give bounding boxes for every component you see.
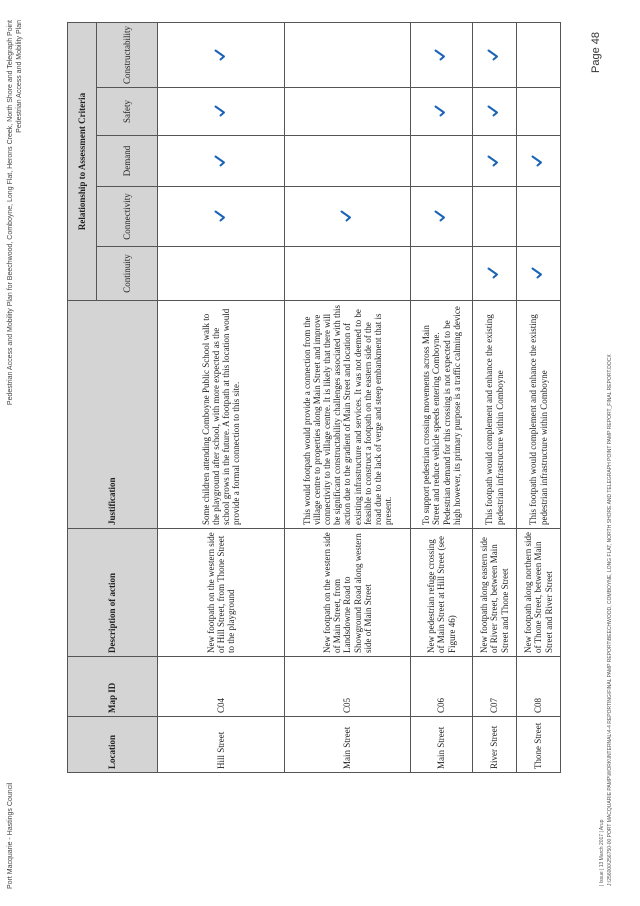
col-header-location: Location [67,716,158,773]
cell-map-id: C08 [516,656,561,717]
cell-location: Thone Street [516,716,561,773]
footer-path: J:\256000\256750-00 PORT MACQUARIE PAMP\… [607,354,613,886]
checkmark-icon [214,211,225,222]
checkmark-icon [214,106,225,117]
cell-map-id: C06 [410,656,473,717]
checkmark-icon [487,49,499,61]
cell-tick [516,87,561,136]
cell-location: Main Street [284,716,411,773]
cell-tick [472,186,517,247]
checkmark-icon [434,106,446,117]
cell-tick [410,87,473,136]
cell-description: New footpath along northern side of Thon… [516,528,561,657]
col-header-justification: Justification [67,300,158,529]
cell-tick [472,87,517,136]
cell-tick [516,186,561,247]
cell-justification: This footpath would complement and enhan… [516,300,561,529]
footer: | Issue | 13 March 2017 | Arup J:\256000… [598,354,614,886]
cell-tick [516,135,561,187]
cell-tick [284,186,411,247]
cell-tick [284,135,411,187]
cell-location: Hill Street [157,716,285,773]
page-number: Page 48 [590,32,602,73]
assessment-table: Location Map ID Description of action Ju… [67,22,561,773]
cell-tick [284,246,411,301]
cell-map-id: C04 [157,656,285,717]
table-row: Hill Street C04 New footpath on the west… [157,22,285,773]
cell-tick [157,87,285,136]
checkmark-icon [531,155,543,167]
table-row: Main Street C06 New pedestrian refuge cr… [410,22,473,773]
header-organisation: Port Macquarie - Hastings Council [7,782,14,889]
checkmark-icon [434,211,446,222]
cell-tick [472,246,517,301]
footer-issue: | Issue | 13 March 2017 | Arup [599,819,605,886]
checkmark-icon [487,106,499,117]
cell-tick [516,246,561,301]
cell-map-id: C05 [284,656,411,717]
table-row: Main Street C05 New footpath on the west… [284,22,411,773]
cell-tick [472,22,517,88]
col-header-continuity: Continuity [96,246,158,301]
cell-tick [410,186,473,247]
cell-description: New pedestrian refuge crossing of Main S… [410,528,473,657]
cell-tick [410,22,473,88]
col-header-map-id: Map ID [67,656,158,717]
cell-tick [284,87,411,136]
checkmark-icon [531,268,543,279]
col-header-assessment-group: Relationship to Assessment Criteria [67,22,97,301]
col-header-connectivity: Connectivity [96,186,158,247]
checkmark-icon [340,211,352,222]
cell-tick [157,22,285,88]
cell-location: Main Street [410,716,473,773]
cell-tick [157,135,285,187]
cell-justification: To support pedestrian crossing movements… [410,300,473,529]
col-header-description: Description of action [67,528,158,657]
cell-tick [284,22,411,88]
cell-tick [410,135,473,187]
cell-location: River Street [472,716,517,773]
header-title-line1: Pedestrian Access and Mobility Plan for … [7,20,14,406]
cell-justification: Some children attending Comboyne Public … [157,300,285,529]
header-title: Pedestrian Access and Mobility Plan for … [6,20,24,405]
checkmark-icon [487,268,499,279]
header-title-line2: Pedestrian Access and Mobility Plan [16,20,23,133]
cell-tick [157,246,285,301]
checkmark-icon [214,155,225,167]
checkmark-icon [487,155,499,167]
cell-tick [410,246,473,301]
cell-map-id: C07 [472,656,517,717]
col-header-safety: Safety [96,87,158,136]
col-header-constructability: Constructability [96,22,158,88]
checkmark-icon [214,49,225,61]
cell-tick [472,135,517,187]
cell-description: New footpath on the western side of Hill… [157,528,285,657]
cell-tick [516,22,561,88]
cell-tick [157,186,285,247]
table-row: Thone Street C08 New footpath along nort… [516,22,561,773]
cell-description: New footpath along eastern side of River… [472,528,517,657]
table-row: River Street C07 New footpath along east… [472,22,517,773]
col-header-demand: Demand [96,135,158,187]
cell-description: New footpath on the western side of Main… [284,528,411,657]
checkmark-icon [434,49,446,61]
cell-justification: This would footpath would provide a conn… [284,300,411,529]
cell-justification: This footpath would complement and enhan… [472,300,517,529]
